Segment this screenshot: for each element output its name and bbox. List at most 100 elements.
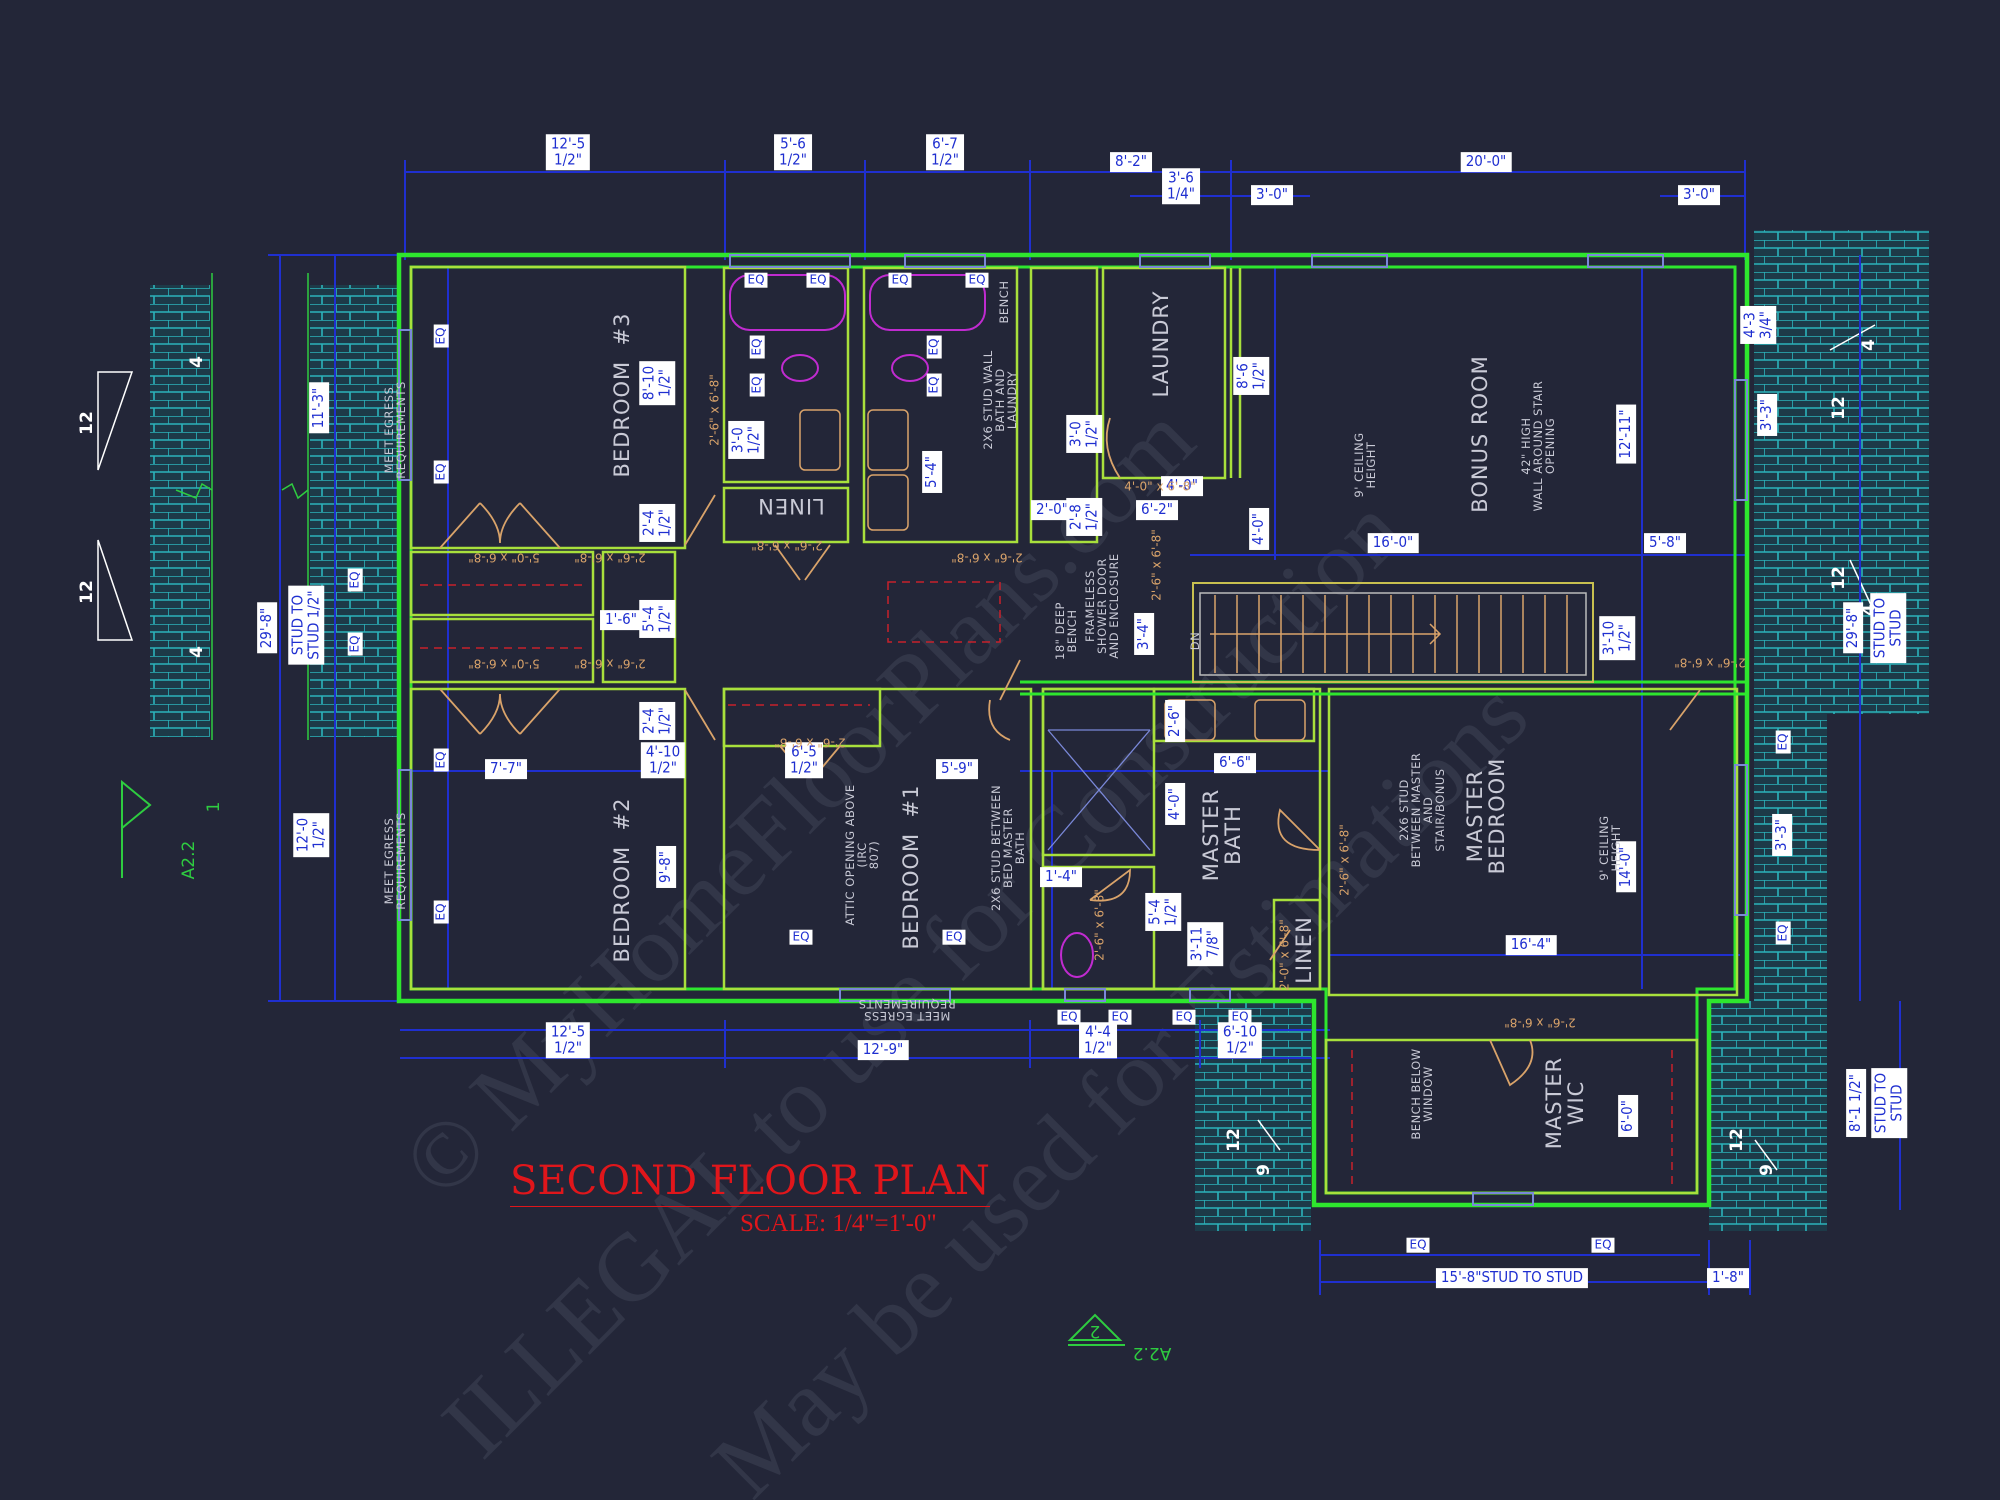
eq-dimension-label: EQ bbox=[1406, 1237, 1430, 1253]
dimension-label: 12'-9" bbox=[857, 1040, 909, 1060]
section-sheet-ref: A2.2 bbox=[1132, 1342, 1172, 1363]
door-tag: 4'-0" x 6'-8" bbox=[1124, 479, 1196, 494]
dimension-label: 3'-0" bbox=[1251, 185, 1293, 205]
eq-dimension-label: EQ bbox=[1591, 1237, 1615, 1253]
door-tag: 2'-6" x 6'-8" bbox=[951, 550, 1023, 565]
roof-pitch-value: 9 bbox=[1757, 1164, 1778, 1176]
dimension-label: 7'-7" bbox=[485, 759, 527, 779]
dimension-label: 12'-5 1/2" bbox=[545, 134, 591, 170]
dimension-label: 16'-0" bbox=[1367, 533, 1419, 553]
eq-dimension-label: EQ bbox=[942, 929, 966, 945]
room-label-bedroom2: BEDROOM #2 bbox=[609, 797, 634, 963]
dimension-label: 4'-0" bbox=[1249, 508, 1269, 550]
dimension-label: 5'-9" bbox=[936, 759, 978, 779]
note-ceiling-master: 9' CEILING HEIGHT bbox=[1596, 815, 1623, 881]
eq-dimension-label: EQ bbox=[926, 335, 942, 359]
note-deep-bench: 18" DEEP BENCH bbox=[1052, 602, 1079, 660]
eq-dimension-label: EQ bbox=[1057, 1009, 1081, 1025]
dimension-label: 29'-8" bbox=[257, 602, 277, 654]
door-tag: 2'-6" x 6'-8" bbox=[774, 735, 846, 750]
eq-dimension-label: EQ bbox=[926, 373, 942, 397]
drawing-scale: SCALE: 1/4"=1'-0" bbox=[740, 1210, 937, 1237]
door-tag: 2'-6" x 6'-8" bbox=[751, 538, 823, 553]
roof-pitch-value: 12 bbox=[1829, 566, 1850, 590]
dimension-label: STUD TO STUD 1/2" bbox=[288, 585, 324, 665]
dimension-label: 8'-1 1/2" bbox=[1846, 1069, 1866, 1137]
eq-dimension-label: EQ bbox=[433, 900, 449, 924]
note-attic: ATTIC OPENING ABOVE (IRC 807) bbox=[842, 784, 882, 926]
roof-pitch-value: 12 bbox=[1727, 1128, 1748, 1152]
room-label-linen-bath: LINEN bbox=[1291, 916, 1316, 984]
note-stud-wall-bath-laundry: 2X6 STUD WALL BATH AND LAUNDRY bbox=[980, 350, 1020, 450]
room-label-master-bedroom: MASTER BEDROOM bbox=[1462, 757, 1509, 875]
dimension-label: 2'-8 1/2" bbox=[1066, 498, 1102, 536]
dimension-label: 16'-4" bbox=[1505, 935, 1557, 955]
door-tag: 2'-6" x 6'-8" bbox=[707, 374, 722, 446]
eq-dimension-label: EQ bbox=[789, 929, 813, 945]
dimension-label: 6'-6" bbox=[1214, 753, 1256, 773]
dimension-label: 2'-4 1/2" bbox=[639, 504, 675, 542]
door-tag: 2'-6" x 6'-8" bbox=[1337, 824, 1352, 896]
hidden-lines bbox=[420, 581, 1673, 1190]
roof-pitch-value: 4 bbox=[1859, 604, 1880, 616]
section-marker-1 bbox=[121, 779, 152, 878]
eq-dimension-label: EQ bbox=[1172, 1009, 1196, 1025]
door-tag: 2'-0" x 6'-8" bbox=[1277, 919, 1292, 991]
roof-pitch-value: 12 bbox=[1224, 1128, 1245, 1152]
section-sheet-ref: A2.2 bbox=[179, 840, 200, 880]
door-tag: 2'-6" x 6'-8" bbox=[1674, 655, 1746, 670]
dimension-label: 5'-4 1/2" bbox=[639, 600, 675, 638]
dimension-label: 1'-8" bbox=[1707, 1268, 1749, 1288]
eq-dimension-label: EQ bbox=[1108, 1009, 1132, 1025]
eq-dimension-label: EQ bbox=[806, 272, 830, 288]
note-stair-dn: DN bbox=[1187, 631, 1202, 651]
dimension-label: 8'-10 1/2" bbox=[639, 360, 675, 406]
plumbing-fixtures bbox=[729, 274, 1094, 978]
room-label-bedroom3: BEDROOM #3 bbox=[609, 312, 634, 478]
dimension-label: 20'-0" bbox=[1460, 152, 1512, 172]
room-label-laundry: LAUNDRY bbox=[1148, 290, 1173, 398]
roof-pitch-value: 4 bbox=[1859, 339, 1880, 351]
dimension-label: 6'-2" bbox=[1136, 500, 1178, 520]
door-tag: 5'-0" x 6'-8" bbox=[468, 656, 540, 671]
brick-veneer bbox=[150, 230, 1929, 1231]
dimension-label: 6'-0" bbox=[1618, 1095, 1638, 1137]
door-tag: 2'-6" x 6'-8" bbox=[574, 656, 646, 671]
dimension-label: 4'-10 1/2" bbox=[640, 742, 686, 778]
dimension-label: 9'-8" bbox=[656, 846, 676, 888]
roof-pitch-value: 12 bbox=[1829, 396, 1850, 420]
door-tag: 2'-6" x 6'-8" bbox=[1092, 889, 1107, 961]
dimension-label: 3'-0 1/2" bbox=[1066, 415, 1102, 453]
shower bbox=[1047, 729, 1151, 851]
dimension-label: STUD TO STUD bbox=[1871, 1067, 1907, 1139]
dimension-label: 5'-8" bbox=[1644, 533, 1686, 553]
section-marker-2 bbox=[1067, 1313, 1125, 1346]
dimension-label: 1'-6" bbox=[600, 610, 642, 630]
dimension-lines bbox=[268, 160, 1901, 1295]
eq-dimension-label: EQ bbox=[1775, 730, 1791, 754]
stair bbox=[1192, 582, 1594, 683]
dimension-label: 4'-3 3/4" bbox=[1740, 306, 1776, 344]
dimension-label: 3'-4" bbox=[1134, 613, 1154, 655]
vanities bbox=[799, 409, 1306, 741]
windows bbox=[398, 254, 1748, 1206]
dimension-label: 4'-0" bbox=[1165, 783, 1185, 825]
dimension-label: 3'-3" bbox=[1757, 394, 1777, 436]
dimension-label: 5'-4 1/2" bbox=[1145, 893, 1181, 931]
door-tag: 2'-6" x 6'-8" bbox=[1504, 1015, 1576, 1030]
note-stair-wall: 42" HIGH WALL AROUND STAIR OPENING bbox=[1518, 380, 1558, 512]
dimension-label: 5'-6 1/2" bbox=[774, 134, 812, 170]
eq-dimension-label: EQ bbox=[749, 373, 765, 397]
door-tag: 5'-0" x 6'-8" bbox=[468, 550, 540, 565]
dimension-label: 1'-4" bbox=[1040, 867, 1082, 887]
dimension-label: 12'-0 1/2" bbox=[293, 812, 329, 858]
dimension-label: 4'-4 1/2" bbox=[1079, 1022, 1117, 1058]
eq-dimension-label: EQ bbox=[347, 568, 363, 592]
note-shower-door: FRAMELESS SHOWER DOOR AND ENCLOSURE bbox=[1082, 553, 1122, 659]
dimension-label: 6'-5 1/2" bbox=[785, 742, 823, 778]
eq-dimension-label: EQ bbox=[433, 748, 449, 772]
dimension-label: 2'-0" bbox=[1031, 500, 1073, 520]
note-stud-master-stair: 2X6 STUD BETWEEN MASTER AND STAIR/BONUS bbox=[1396, 752, 1448, 868]
dimension-label: 8'-2" bbox=[1110, 152, 1152, 172]
room-label-linen-hall: LINEN bbox=[757, 494, 825, 519]
